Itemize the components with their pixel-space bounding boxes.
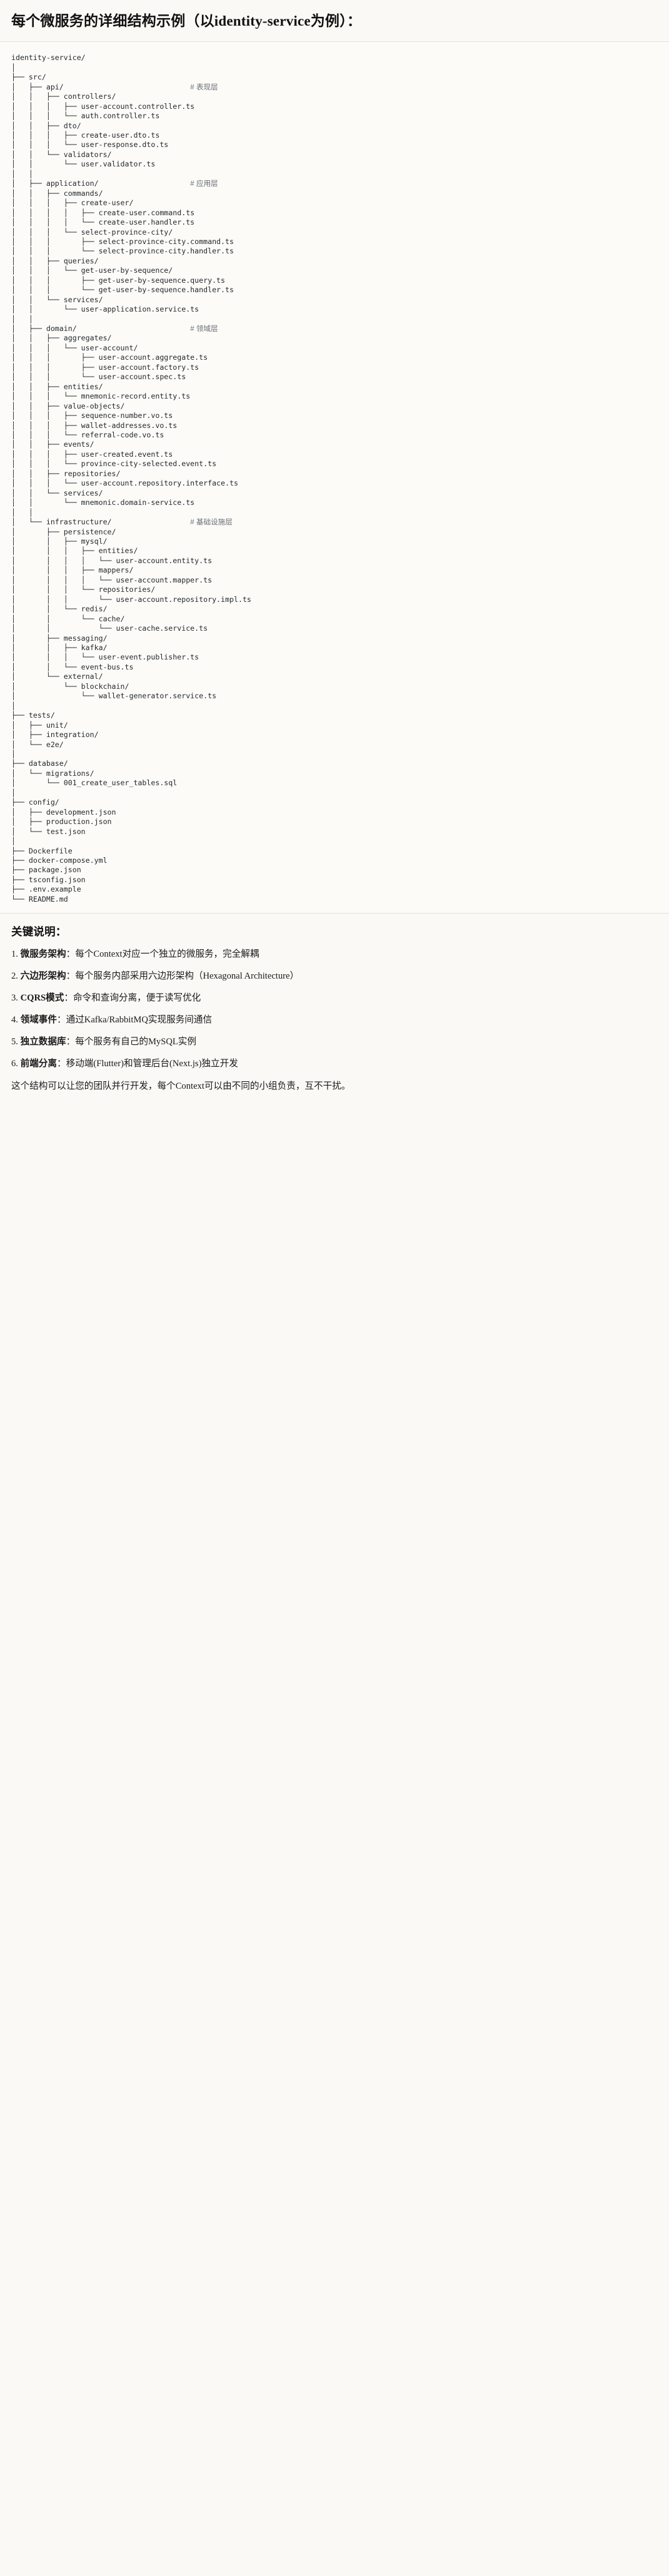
key-note-description: 每个服务有自己的MySQL实例 bbox=[75, 1036, 196, 1047]
key-note-item: 独立数据库：每个服务有自己的MySQL实例 bbox=[11, 1036, 658, 1049]
key-notes-heading: 关键说明： bbox=[11, 925, 67, 939]
key-note-item: 六边形架构：每个服务内部采用六边形架构（Hexagonal Architectu… bbox=[11, 970, 658, 984]
key-note-term: CQRS模式 bbox=[20, 993, 64, 1003]
key-note-description: 通过Kafka/RabbitMQ实现服务间通信 bbox=[66, 1014, 213, 1025]
key-note-description: 每个Context对应一个独立的微服务，完全解耦 bbox=[75, 949, 259, 960]
key-note-item: CQRS模式：命令和查询分离，便于读写优化 bbox=[11, 992, 658, 1005]
tree-comment: # 领域层 bbox=[190, 325, 218, 333]
key-note-item: 微服务架构：每个Context对应一个独立的微服务，完全解耦 bbox=[11, 948, 658, 962]
tree-comment: # 基础设施层 bbox=[190, 518, 233, 527]
key-note-term: 微服务架构 bbox=[20, 949, 66, 960]
key-note-term: 领域事件 bbox=[20, 1014, 57, 1025]
key-note-separator: ： bbox=[66, 949, 76, 960]
tree-comment: # 表现层 bbox=[190, 83, 218, 91]
key-notes-section: 关键说明： 微服务架构：每个Context对应一个独立的微服务，完全解耦六边形架… bbox=[0, 914, 669, 1102]
key-note-item: 前端分离：移动端(Flutter)和管理后台(Next.js)独立开发 bbox=[11, 1057, 658, 1071]
key-note-separator: ： bbox=[66, 971, 76, 982]
title-divider bbox=[0, 41, 669, 43]
notes-divider bbox=[0, 913, 669, 914]
key-note-item: 领域事件：通过Kafka/RabbitMQ实现服务间通信 bbox=[11, 1014, 658, 1027]
closing-paragraph: 这个结构可以让您的团队并行开发，每个Context可以由不同的小组负责，互不干扰… bbox=[11, 1081, 351, 1091]
directory-tree: identity-service/ │ ├── src/ │ ├── api/ … bbox=[11, 53, 251, 904]
key-note-term: 前端分离 bbox=[20, 1058, 57, 1069]
key-note-separator: ： bbox=[56, 1058, 66, 1069]
key-note-separator: ： bbox=[56, 1014, 66, 1025]
key-note-separator: ： bbox=[66, 1036, 76, 1047]
page-title: 每个微服务的详细结构示例（以identity-service为例）： bbox=[11, 13, 362, 29]
key-note-description: 移动端(Flutter)和管理后台(Next.js)独立开发 bbox=[66, 1058, 238, 1069]
key-note-term: 独立数据库 bbox=[20, 1036, 66, 1047]
key-notes-list: 微服务架构：每个Context对应一个独立的微服务，完全解耦六边形架构：每个服务… bbox=[11, 948, 658, 1071]
document-page: 每个微服务的详细结构示例（以identity-service为例）： ident… bbox=[0, 0, 669, 1102]
code-block: identity-service/ │ ├── src/ │ ├── api/ … bbox=[0, 42, 669, 914]
tree-comment: # 应用层 bbox=[190, 180, 218, 188]
key-note-description: 命令和查询分离，便于读写优化 bbox=[73, 993, 201, 1003]
key-note-separator: ： bbox=[64, 993, 73, 1003]
key-note-description: 每个服务内部采用六边形架构（Hexagonal Architecture） bbox=[75, 971, 299, 982]
key-note-term: 六边形架构 bbox=[20, 971, 66, 982]
